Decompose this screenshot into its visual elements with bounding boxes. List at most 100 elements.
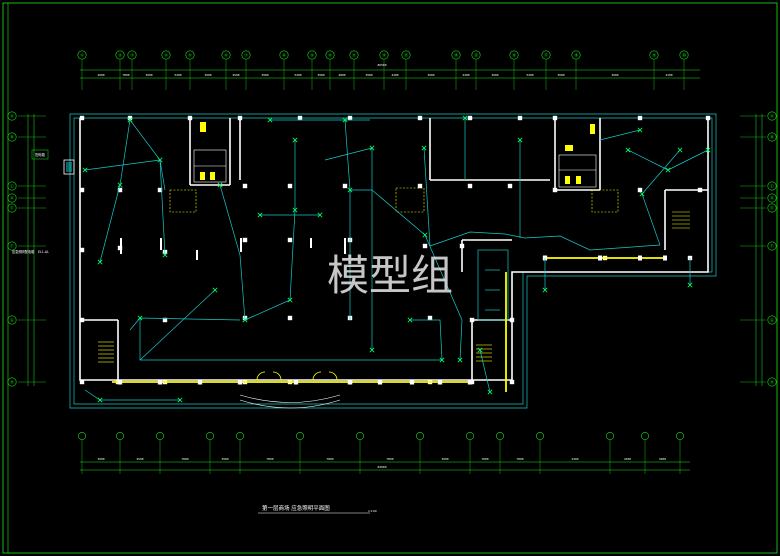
top-axis-bubble-circle xyxy=(571,50,581,60)
column xyxy=(637,187,643,193)
top-dim-value: 3900 xyxy=(145,73,152,77)
panel-box-label: 配电箱 xyxy=(35,152,45,157)
column xyxy=(469,317,475,323)
emergency-light xyxy=(117,379,123,385)
bottom-dim-value: 7800 xyxy=(481,457,488,461)
emergency-light xyxy=(638,255,642,261)
lighting-fixture-stroke xyxy=(317,212,323,218)
left-dimension-chain xyxy=(27,114,35,386)
left-axis-bubble-circle xyxy=(7,181,17,191)
top-axis-bubble-circle xyxy=(241,50,251,60)
top-axis-bubble-circle xyxy=(349,50,359,60)
right-axis-bubble-label: Ⓓ xyxy=(770,195,774,201)
lighting-fixture-stroke xyxy=(487,389,493,395)
lighting-fixture-stroke xyxy=(421,145,427,151)
right-axis-bubble-label: Ⓑ xyxy=(770,134,774,140)
top-axis-bubble-circle xyxy=(161,50,171,60)
left-axis-bubble-circle xyxy=(7,377,17,387)
right-axis-bubble-label: Ⓒ xyxy=(770,183,774,189)
left-axis-bubble-circle xyxy=(7,315,17,325)
lighting-fixture-stroke xyxy=(212,287,218,293)
top-axis-bubble-label: ① xyxy=(80,53,84,58)
top-dim-value: 4400 xyxy=(462,73,469,77)
lighting-fixture-stroke xyxy=(242,317,248,323)
lighting-fixture-stroke xyxy=(457,357,463,363)
lighting-fixture-stroke xyxy=(127,117,133,123)
bottom-axis-bubble xyxy=(206,432,214,440)
top-dim-value: 4100 xyxy=(665,73,672,77)
lighting-fixture-stroke xyxy=(287,297,293,303)
top-axis-bubble-label: ⑮ xyxy=(474,52,478,58)
column xyxy=(79,247,85,253)
bottom-dim-value: 7800 xyxy=(266,457,273,461)
lighting-fixture-stroke xyxy=(639,191,645,197)
right-axis-bubble-circle xyxy=(767,377,777,387)
stair-right xyxy=(672,211,690,229)
top-axis-bubble-label: ⑥ xyxy=(224,53,228,58)
top-dim-value: 3900 xyxy=(365,73,372,77)
emergency-light xyxy=(237,379,243,385)
left-axis-bubble-circle xyxy=(7,132,17,142)
column xyxy=(637,115,643,121)
column xyxy=(509,317,515,323)
right-axis-bubble-circle xyxy=(767,111,777,121)
bottom-dim-value: 7800 xyxy=(326,457,333,461)
top-axis-bubble-label: ③ xyxy=(130,53,134,58)
emergency-light xyxy=(467,379,473,385)
lighting-fixture-stroke xyxy=(292,137,298,143)
top-axis-bubble-label: ⑫ xyxy=(382,52,386,58)
top-dim-value: 5200 xyxy=(526,73,533,77)
top-dim-value: 3600 xyxy=(557,73,564,77)
column xyxy=(422,243,428,249)
top-axis-bubble-circle xyxy=(221,50,231,60)
top-dim-value: 3900 xyxy=(491,73,498,77)
emergency-light xyxy=(437,379,443,385)
column xyxy=(162,317,168,323)
watermark: 模型组 xyxy=(327,251,453,300)
top-axis-bubble-circle xyxy=(325,50,335,60)
emergency-light xyxy=(293,379,299,385)
column xyxy=(287,237,293,243)
emergency-light xyxy=(598,255,602,261)
column xyxy=(552,115,558,121)
lighting-fixture-stroke xyxy=(705,147,711,153)
bottom-dim-value: 7800 xyxy=(386,457,393,461)
top-dim-value: 4500 xyxy=(232,73,239,77)
bottom-total-dimension: 82600 xyxy=(377,465,386,469)
column xyxy=(467,183,473,189)
lighting-fixture-stroke xyxy=(162,252,168,258)
partition-wall xyxy=(196,250,198,260)
lighting-fixture-stroke xyxy=(157,157,163,163)
toilet-block-left xyxy=(193,122,227,183)
partition-wall xyxy=(240,238,242,252)
top-total-dimension: 86500 xyxy=(377,63,386,67)
top-axis-bubble-circle xyxy=(401,50,411,60)
top-axis-bubble-circle xyxy=(379,50,389,60)
column xyxy=(417,183,423,189)
top-axis-bubble-label: ⑨ xyxy=(310,53,314,58)
column xyxy=(127,115,133,121)
top-axis-bubble-circle xyxy=(451,50,461,60)
bottom-axis-bubble xyxy=(676,432,684,440)
lighting-fixtures xyxy=(82,115,711,403)
bottom-dim-value: 4300 xyxy=(624,457,631,461)
partition-wall xyxy=(160,238,162,250)
column xyxy=(509,379,515,385)
top-axis-bubble-label: ⑭ xyxy=(454,52,458,58)
top-axis-bubble-circle xyxy=(471,50,481,60)
bottom-axis-bubble xyxy=(606,432,614,440)
lighting-fixture-stroke xyxy=(687,282,693,288)
column xyxy=(79,187,85,193)
column xyxy=(517,115,523,121)
left-side-notes: 配电箱 应急照明配电箱 EL1-AL xyxy=(12,149,49,254)
emergency-light xyxy=(197,379,203,385)
bottom-axis-bubble xyxy=(416,432,424,440)
top-axis-bubble-label: ⑳ xyxy=(682,52,686,58)
left-axis-bubble-label: Ⓐ xyxy=(10,113,14,119)
top-axis-bubble-circle xyxy=(541,50,551,60)
right-axis-bubble-circle xyxy=(767,203,777,213)
lighting-fixture-stroke xyxy=(177,397,183,403)
column xyxy=(157,187,163,193)
